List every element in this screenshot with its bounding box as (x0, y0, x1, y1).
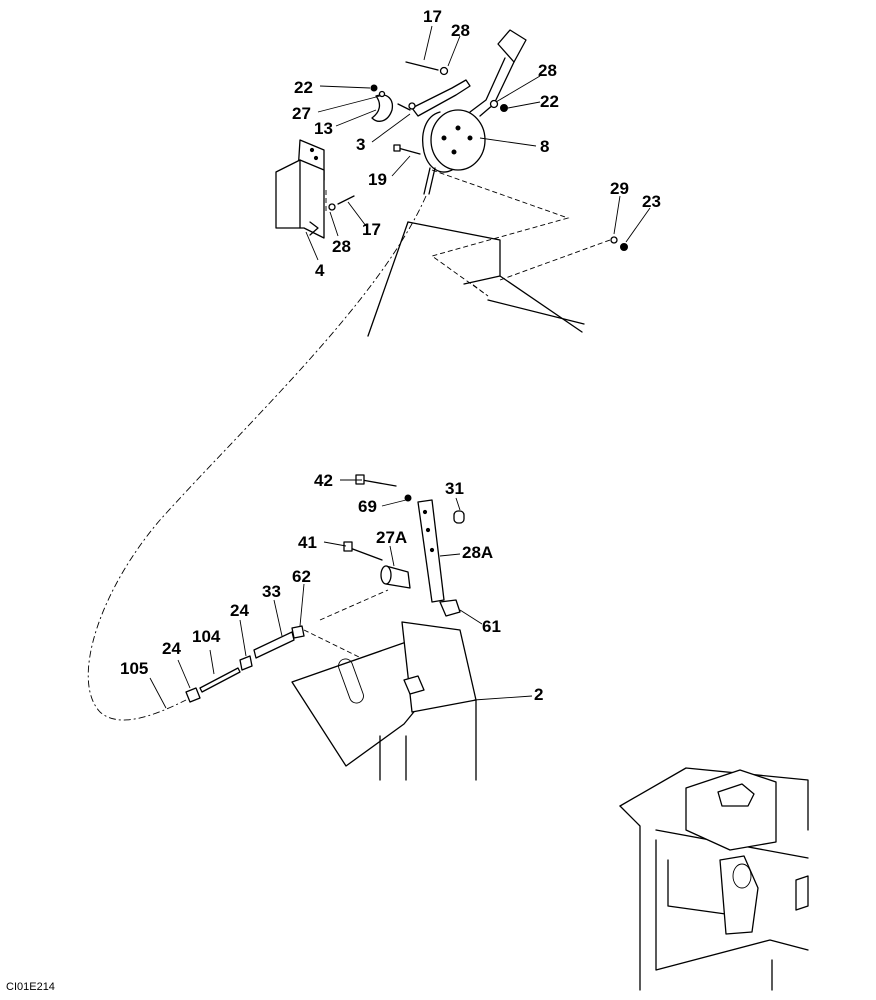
label-104: 104 (192, 627, 221, 646)
label-3: 3 (356, 135, 365, 154)
washer-69 (404, 494, 412, 502)
label-29: 29 (610, 179, 629, 198)
engine-cap-block (685, 769, 777, 851)
throttle-cable (87, 195, 427, 721)
label-2: 2 (534, 685, 543, 704)
label-8: 8 (540, 137, 549, 156)
threaded-rod-33 (253, 631, 295, 659)
drawing-code: CI01E214 (6, 981, 55, 993)
throttle-lever-assembly (370, 29, 527, 195)
label-28-upper: 28 (451, 21, 470, 40)
label-33: 33 (262, 582, 281, 601)
label-42: 42 (314, 471, 333, 490)
leader-lines (149, 25, 651, 709)
mounting-bracket-4 (275, 139, 355, 239)
curved-plate (371, 94, 394, 122)
nut-62 (291, 625, 305, 639)
label-61: 61 (482, 617, 501, 636)
lever-grip (497, 29, 527, 63)
label-17-upper: 17 (423, 7, 442, 26)
bolt-42 (361, 479, 397, 487)
label-23: 23 (642, 192, 661, 211)
label-22-left: 22 (294, 78, 313, 97)
lever-bracket (411, 79, 471, 117)
label-27: 27 (292, 104, 311, 123)
nut-61 (439, 599, 461, 617)
label-24-left: 24 (162, 639, 181, 658)
socket-nut (403, 675, 425, 695)
bolt-17 (405, 61, 439, 71)
label-17-lower: 17 (362, 220, 381, 239)
label-27A: 27A (376, 528, 407, 547)
engine-cap-bolt (717, 783, 755, 807)
cable-joint-set (185, 589, 411, 703)
callout-labels: 17 28 28 22 22 27 13 3 8 19 17 28 4 29 2… (120, 7, 661, 704)
label-31: 31 (445, 479, 464, 498)
nut-22-left (370, 84, 378, 92)
cab-floor-panel (325, 169, 628, 337)
engine-linkage (343, 474, 465, 617)
bolt-17-lower (337, 195, 355, 205)
label-13: 13 (314, 119, 333, 138)
label-69: 69 (358, 497, 377, 516)
label-41: 41 (298, 533, 317, 552)
washer-29 (610, 236, 618, 244)
washer-28-lower (328, 203, 336, 211)
label-24-right: 24 (230, 601, 249, 620)
rod-104 (199, 667, 241, 693)
label-105: 105 (120, 659, 148, 678)
bolt-19 (397, 147, 421, 155)
joint-24-right (239, 655, 253, 671)
engine-plate-2 (291, 621, 477, 781)
bolt-19-upper (397, 103, 411, 111)
label-28-lower: 28 (332, 237, 351, 256)
label-4: 4 (315, 261, 325, 280)
collar-31 (453, 510, 465, 524)
joint-24-left (185, 687, 201, 703)
washer-28 (439, 66, 449, 76)
nut-23 (620, 243, 628, 251)
label-28A: 28A (462, 543, 493, 562)
engine-lug (719, 855, 759, 935)
label-62: 62 (292, 567, 311, 586)
lever-base-disc (430, 109, 486, 171)
bolt-41 (349, 547, 383, 561)
label-28-right: 28 (538, 61, 557, 80)
nut-22-right (500, 104, 508, 112)
label-19: 19 (368, 170, 387, 189)
engine-corner (619, 767, 809, 991)
label-22-right: 22 (540, 92, 559, 111)
lever-arm (469, 57, 506, 113)
